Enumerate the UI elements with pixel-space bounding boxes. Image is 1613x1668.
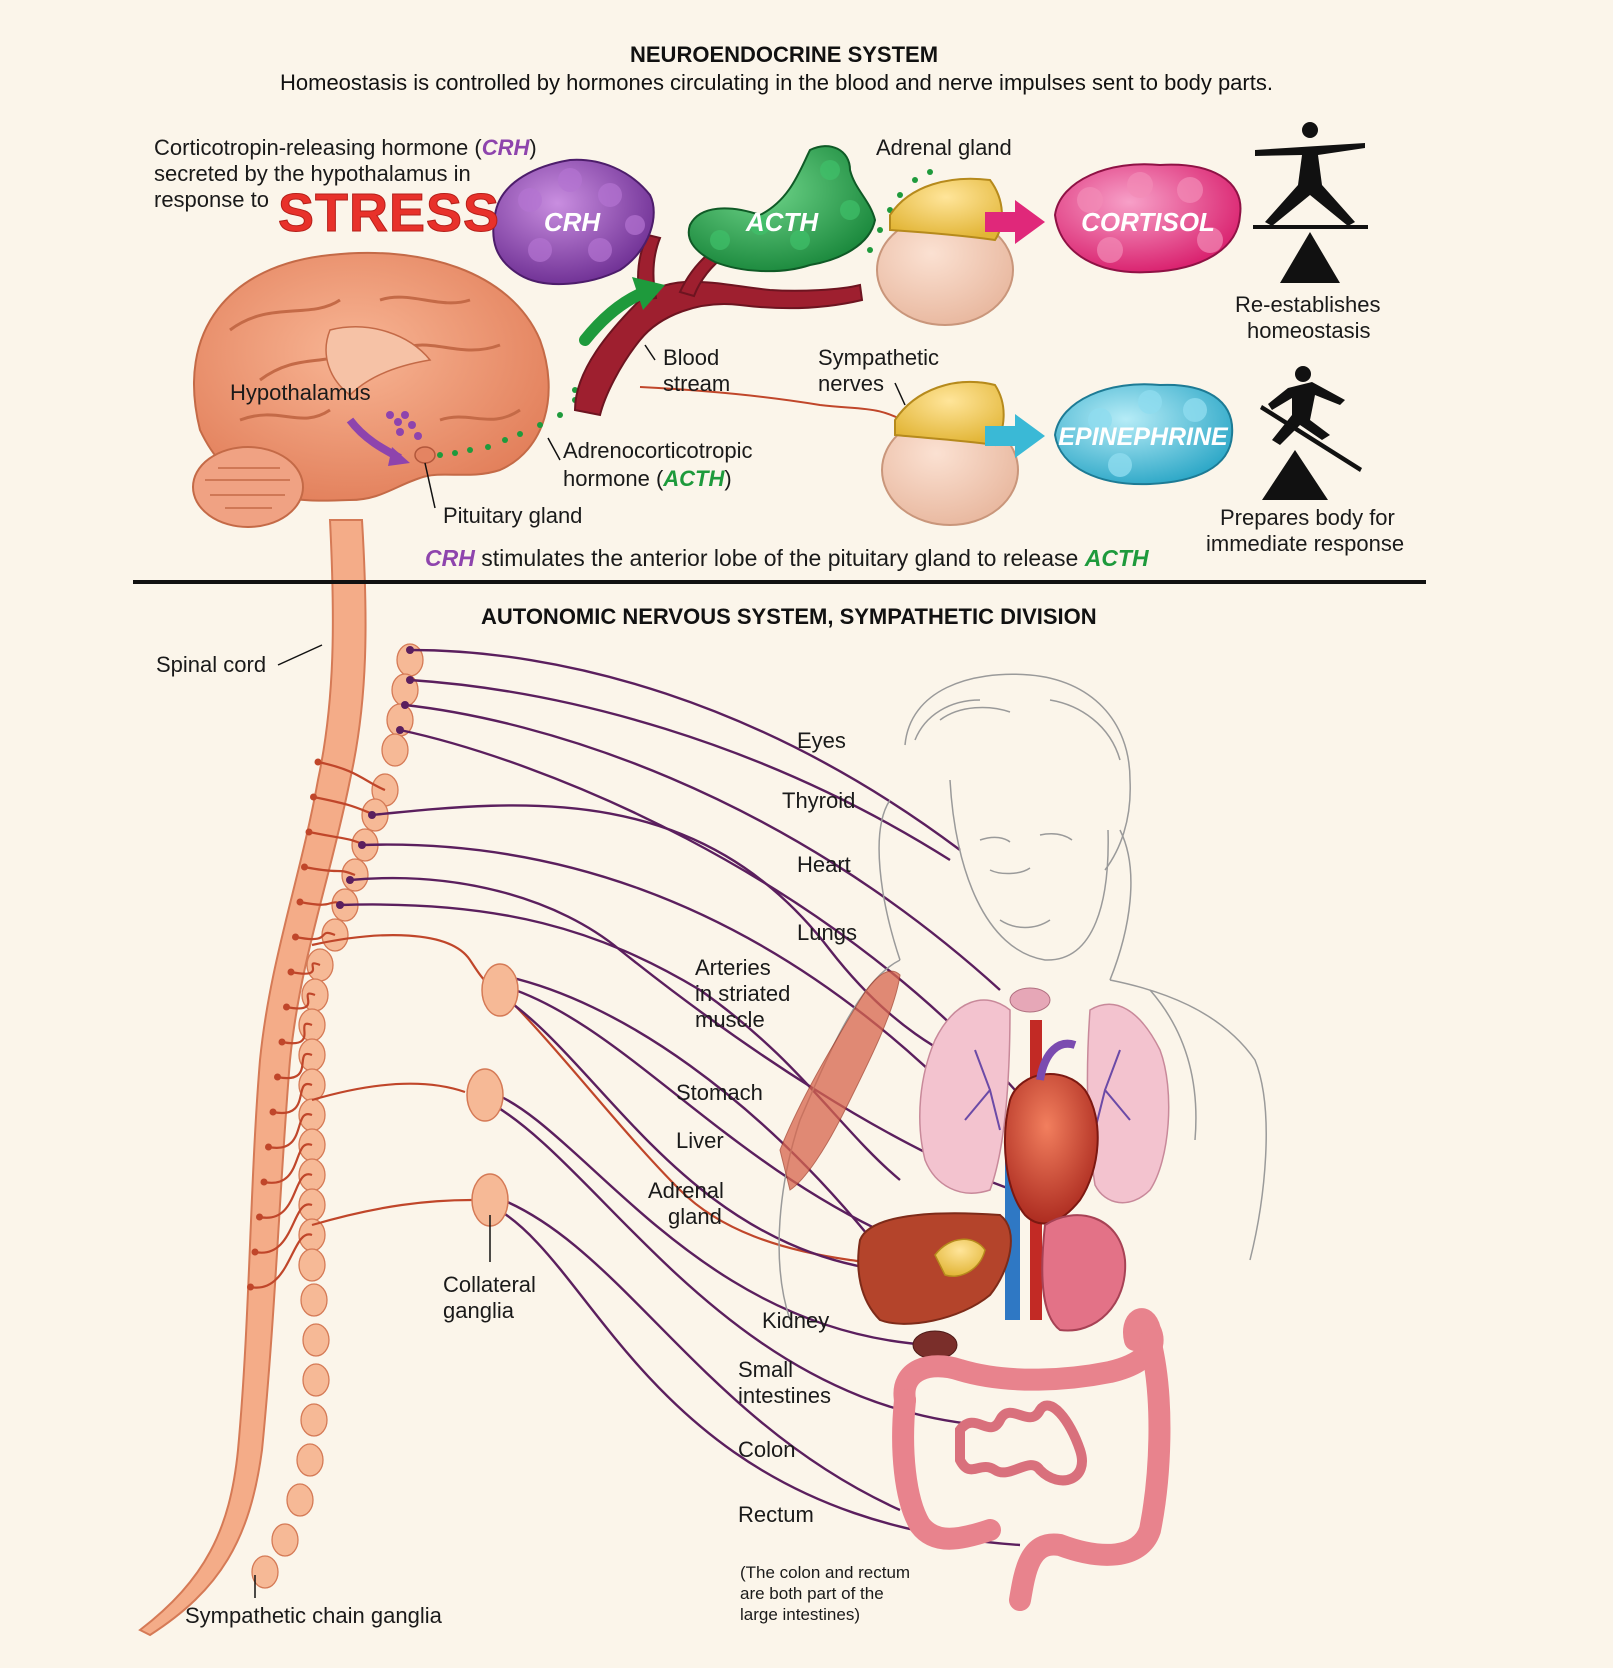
adrenal-gland-bottom-illustration [881,380,1019,526]
chain-ganglion [251,1555,279,1589]
collateral-ganglia [466,963,519,1227]
crh-molecule-label: CRH [544,207,602,237]
chain-ganglion [271,1523,299,1557]
acth-label-1: Adrenocorticotropic [563,438,753,463]
blood-stream-label-2: stream [663,371,731,396]
brain-illustration [192,251,550,528]
stomach-illustration [1041,1214,1127,1332]
autonomic-title: AUTONOMIC NERVOUS SYSTEM, SYMPATHETIC DI… [481,604,1097,629]
page-subtitle: Homeostasis is controlled by hormones ci… [280,70,1273,95]
chain-ganglia-label: Sympathetic chain ganglia [185,1603,442,1628]
organ-label-adrenal-2: gland [668,1204,722,1229]
cortisol-molecule-label: CORTISOL [1081,207,1215,237]
acth-molecule: ACTH [687,145,877,273]
intestines-illustration [892,1308,1171,1611]
page-title: NEUROENDOCRINE SYSTEM [630,42,939,67]
organ-label-lungs: Lungs [797,920,857,945]
crh-intro-line3: response to [154,187,269,212]
adrenal-gland-top-illustration [876,177,1014,326]
crh-stimulates-caption: CRH stimulates the anterior lobe of the … [425,545,1149,571]
re-establishes-label-2: homeostasis [1247,318,1371,343]
hypothalamus-label: Hypothalamus [230,380,371,405]
cortisol-molecule: CORTISOL [1053,163,1242,274]
chain-ganglion [302,1363,330,1397]
spinal-cord-shape [138,519,367,1637]
prepares-label-1: Prepares body for [1220,505,1395,530]
organ-label-arteries-2: in striated [695,981,791,1006]
organ-label-stomach: Stomach [676,1080,763,1105]
chain-ganglion [300,1403,328,1437]
woman-sketch [778,673,1267,1321]
spinal-cord-label: Spinal cord [156,652,267,677]
chain-ganglion [302,1323,330,1357]
epinephrine-molecule-label: EPINEPHRINE [1058,423,1229,451]
chain-ganglion [298,1248,326,1282]
leader-lines [254,344,906,1598]
sympathetic-nerves-label-2: nerves [818,371,885,396]
organ-label-kidney: Kidney [762,1308,830,1333]
organ-label-eyes: Eyes [797,728,846,753]
lungs-illustration [919,999,1170,1204]
kidney-illustration [912,1330,958,1360]
chain-ganglion [296,1443,324,1477]
section-divider [133,580,1426,584]
sympathetic-chain [251,643,424,1589]
epinephrine-arrow [985,414,1045,458]
crh-molecule: CRH [492,158,655,285]
large-intestine-note-1: (The colon and rectum [740,1563,911,1582]
crh-intro-line1: Corticotropin-releasing hormone (CRH) [154,135,537,160]
epinephrine-molecule: EPINEPHRINE [1053,383,1234,486]
prepares-label-2: immediate response [1206,531,1405,556]
running-figure-icon [1260,366,1362,500]
adrenal-gland-top-label: Adrenal gland [876,135,1012,160]
collateral-ganglia-label-2: ganglia [443,1298,514,1323]
organ-label-heart: Heart [797,852,851,877]
organ-label-adrenal-1: Adrenal [648,1178,724,1203]
chain-ganglion [286,1483,314,1517]
heart-illustration [1004,1073,1099,1225]
striated-muscle [779,970,901,1191]
balanced-figure-icon [1253,122,1368,283]
large-intestine-note-2: are both part of the [740,1584,884,1603]
acth-molecule-label: ACTH [745,207,819,237]
acth-label-2: hormone (ACTH) [563,466,732,491]
organ-label-rectum: Rectum [738,1502,814,1527]
organ-label-liver: Liver [676,1128,724,1153]
organ-label-colon: Colon [738,1437,796,1462]
large-intestine-note-3: large intestines) [740,1605,861,1624]
cortisol-arrow [985,200,1045,244]
stress-label: STRESS [277,183,501,244]
crh-intro-line2: secreted by the hypothalamus in [154,161,471,186]
chain-ganglion [300,1283,328,1317]
organ-label-arteries-3: muscle [695,1007,765,1032]
preganglionic-nerves [247,758,875,1291]
organ-label-small-intestines-1: Small [738,1357,794,1382]
pituitary-label: Pituitary gland [443,503,583,528]
organ-label-small-intestines-2: intestines [738,1383,831,1408]
thyroid-illustration [1009,987,1051,1013]
organ-label-thyroid: Thyroid [782,788,856,813]
chain-ganglion [381,733,409,767]
collateral-ganglia-label-1: Collateral [443,1272,536,1297]
re-establishes-label-1: Re-establishes [1235,292,1381,317]
liver-illustration [857,1212,1012,1325]
sympathetic-nerves-label-1: Sympathetic [818,345,940,370]
blood-stream-label-1: Blood [663,345,720,370]
organ-label-arteries-1: Arteries [695,955,771,980]
